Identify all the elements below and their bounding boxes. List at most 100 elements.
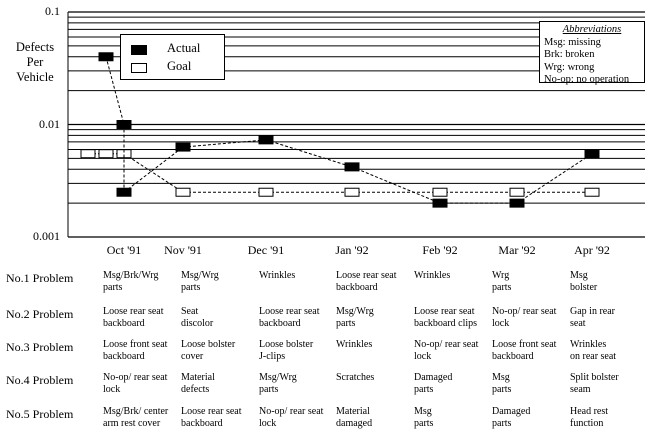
problem-cell-line: Msg/Brk/Wrg [103,270,159,281]
goal-point [80,149,96,159]
problem-cell-line: Msg [492,372,510,383]
x-tick-label: Nov '91 [164,243,202,257]
problem-cell-line: Loose rear seat [259,306,320,317]
problem-cell-line: Head rest [570,406,609,417]
actual-point [509,198,525,208]
goal-point [258,187,274,197]
problem-cell-line: seam [570,384,591,395]
actual-point [175,142,191,152]
goal-point [432,187,448,197]
goal-swatch-icon [131,63,147,73]
problem-cell-line: No-op/ rear seat [103,372,168,383]
problem-cell-line: Msg/Brk/ center [103,406,169,417]
y-tick-label: 0.001 [33,229,60,243]
goal-series [80,149,600,197]
series-segment [351,166,441,204]
actual-point [258,135,274,145]
problem-cell-line: lock [103,384,121,395]
y-tick-label: 0.1 [45,4,60,18]
series-segment [516,153,593,204]
problem-cell-line: backboard [336,282,378,293]
problem-cell-line: parts [492,418,512,429]
problem-cell: Wrinkles [414,270,492,282]
problem-cell-line: cover [181,351,204,362]
problem-cell-line: backboard [103,351,145,362]
problem-cell-line: No-op/ rear seat [259,406,324,417]
legend: Actual Goal [120,34,225,80]
problem-cell-line: backboard [492,351,534,362]
series-segment [182,139,267,148]
problem-cell-line: discolor [181,318,214,329]
problem-row-label: No.1 Problem [6,271,74,285]
problem-cell-line: parts [414,418,434,429]
problem-cell-line: Damaged [414,372,453,383]
problem-cell-line: parts [492,282,512,293]
problem-cell-line: lock [259,418,277,429]
problem-cell-line: Loose bolster [181,339,236,350]
abbreviations-box: Abbreviations Msg: missing Brk: broken W… [539,21,645,85]
problem-cell-line: seat [570,318,586,329]
series-segment [123,146,184,193]
problem-cell-line: Loose front seat [492,339,557,350]
problem-cell-line: parts [181,282,201,293]
problem-row-label: No.5 Problem [6,407,74,421]
problem-cell-line: Loose rear seat [414,306,475,317]
x-tick-label: Jan '92 [335,243,369,257]
problem-cell-line: Wrinkles [336,339,373,350]
problem-cell-line: Msg/Wrg [336,306,374,317]
problem-cell-line: Loose front seat [103,339,168,350]
actual-point [116,120,132,129]
actual-point [116,187,132,197]
problem-cell-line: Damaged [492,406,531,417]
problem-cell-line: function [570,418,604,429]
actual-point [98,52,114,62]
problem-cell-line: parts [492,384,512,395]
problem-cell-line: J-clips [259,351,286,362]
abbr-item: Brk: broken [544,49,595,60]
problem-cell-line: Split bolster [570,372,619,383]
actual-point [344,162,360,172]
actual-point [584,149,600,159]
problem-cell-line: Wrinkles [570,339,607,350]
problem-cell-line: Wrg [492,270,510,281]
abbr-item: Wrg: wrong [544,61,595,73]
x-tick-label: Mar '92 [498,243,536,257]
actual-series [98,52,600,208]
problem-cell: Wrinkles [259,270,337,282]
y-axis-label: Defects Per Vehicle [15,40,55,84]
problem-row-label: No.4 Problem [6,373,74,387]
problem-cell-line: parts [259,384,279,395]
goal-point [584,187,600,197]
problem-cell-line: Wrinkles [414,270,451,281]
problem-cell-line: backboard [181,418,223,429]
problem-cell-line: bolster [570,282,598,293]
problem-cell-line: Loose rear seat [336,270,397,281]
problem-cell-line: backboard [103,318,145,329]
problem-cell-line: Msg [570,270,588,281]
problem-cell-line: Gap in rear [570,306,615,317]
x-tick-label: Oct '91 [106,243,142,257]
problem-cell-line: arm rest cover [103,418,161,429]
problem-cell-line: damaged [336,418,373,429]
abbr-item: No-op: no operation [544,74,630,85]
